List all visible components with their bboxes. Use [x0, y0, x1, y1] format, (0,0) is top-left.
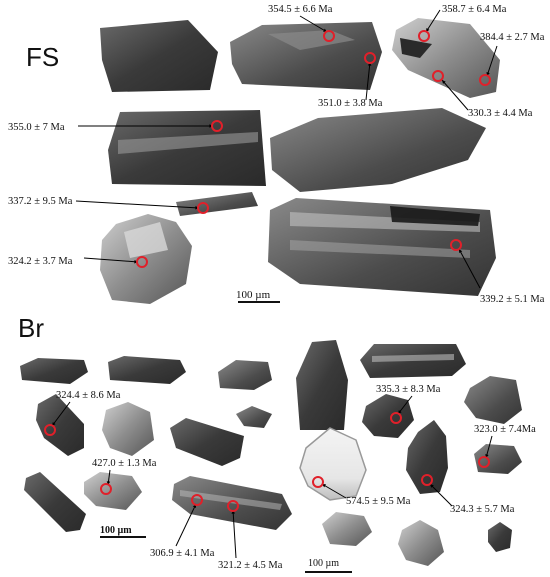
leader-line — [75, 200, 200, 209]
panel-label-fs: FS — [26, 42, 60, 72]
grain — [488, 522, 512, 552]
grain — [392, 18, 500, 98]
br-analysis-spot — [100, 483, 112, 495]
leader-line — [429, 483, 453, 507]
arrowhead — [459, 249, 463, 253]
grain — [406, 420, 448, 494]
leader-line — [458, 248, 481, 289]
fs-age-label: 330.3 ± 4.4 Ma — [468, 108, 533, 119]
grain — [362, 394, 414, 438]
grain — [100, 20, 218, 92]
fs-grains — [100, 18, 500, 304]
grain — [290, 212, 480, 232]
br-age-label: 574.5 ± 9.5 Ma — [346, 496, 411, 507]
fs-age-label: 337.2 ± 9.5 Ma — [8, 196, 73, 207]
fs-age-label: 355.0 ± 7 Ma — [8, 122, 65, 133]
fs-analysis-spot — [418, 30, 430, 42]
leader-line — [441, 79, 469, 111]
grain — [372, 354, 454, 362]
leader-line — [299, 15, 328, 33]
br-age-label: 324.3 ± 5.7 Ma — [450, 504, 515, 515]
br-analysis-spot — [421, 474, 433, 486]
grain — [400, 38, 432, 58]
fs-analysis-spot — [323, 30, 335, 42]
grain — [170, 418, 244, 466]
grain — [236, 406, 272, 428]
grain — [20, 358, 88, 384]
fs-age-label: 351.0 ± 3.8 Ma — [318, 98, 383, 109]
br-analysis-spot — [191, 494, 203, 506]
fs-age-label: 358.7 ± 6.4 Ma — [442, 4, 507, 15]
br-age-label: 323.0 ± 7.4Ma — [474, 424, 536, 435]
fs-analysis-spot — [364, 52, 376, 64]
grain — [180, 490, 282, 510]
grain — [290, 240, 470, 258]
grain — [24, 472, 86, 532]
leader-line — [397, 395, 413, 415]
leader-line — [321, 483, 347, 499]
leader-line — [365, 61, 371, 101]
grain — [464, 376, 522, 424]
br-analysis-spot — [312, 476, 324, 488]
leader-line — [83, 257, 139, 263]
arrowhead — [442, 80, 446, 84]
grain — [118, 132, 258, 154]
br-age-label: 306.9 ± 4.1 Ma — [150, 548, 215, 559]
br-grains — [20, 340, 522, 566]
fs-age-label: 354.5 ± 6.6 Ma — [268, 4, 333, 15]
br-age-label: 324.4 ± 8.6 Ma — [56, 390, 121, 401]
grain — [84, 472, 142, 510]
grain — [299, 427, 367, 501]
br-analysis-spot — [227, 500, 239, 512]
grain — [36, 394, 84, 456]
grain — [124, 222, 168, 258]
br-age-label: 335.3 ± 8.3 Ma — [376, 384, 441, 395]
grain — [218, 360, 272, 390]
grain — [296, 340, 348, 430]
br-analysis-spot — [390, 412, 402, 424]
fs-analysis-spot — [479, 74, 491, 86]
arrowhead — [106, 481, 111, 485]
grain — [398, 520, 444, 566]
fs-analysis-spot — [211, 120, 223, 132]
br-age-label: 321.2 ± 4.5 Ma — [218, 560, 283, 571]
fs-age-label: 339.2 ± 5.1 Ma — [480, 294, 545, 305]
grain — [322, 512, 372, 546]
grain — [102, 402, 154, 456]
leader-line — [51, 401, 71, 427]
fs-analysis-spot — [450, 239, 462, 251]
fs-analysis-spot — [432, 70, 444, 82]
annotations: 354.5 ± 6.6 Ma 358.7 ± 6.4 Ma 384.4 ± 2.7 … — [8, 4, 545, 571]
br-analysis-spot — [44, 424, 56, 436]
fs-analysis-spot — [197, 202, 209, 214]
panel-label-br: Br — [18, 313, 44, 343]
br-analysis-spot — [478, 456, 490, 468]
leader-line — [232, 509, 237, 559]
grain — [176, 192, 258, 216]
fs-age-label: 324.2 ± 3.7 Ma — [8, 256, 73, 267]
grain — [270, 108, 486, 192]
leader-line — [425, 9, 441, 33]
grain — [108, 356, 186, 384]
leader-line — [175, 503, 197, 547]
grain — [390, 206, 480, 226]
fs-analysis-spot — [136, 256, 148, 268]
fs-age-label: 384.4 ± 2.7 Ma — [480, 32, 545, 43]
br-age-label: 427.0 ± 1.3 Ma — [92, 458, 157, 469]
leader-line — [486, 45, 498, 77]
leader-line — [485, 435, 493, 459]
arrowhead — [430, 484, 434, 488]
